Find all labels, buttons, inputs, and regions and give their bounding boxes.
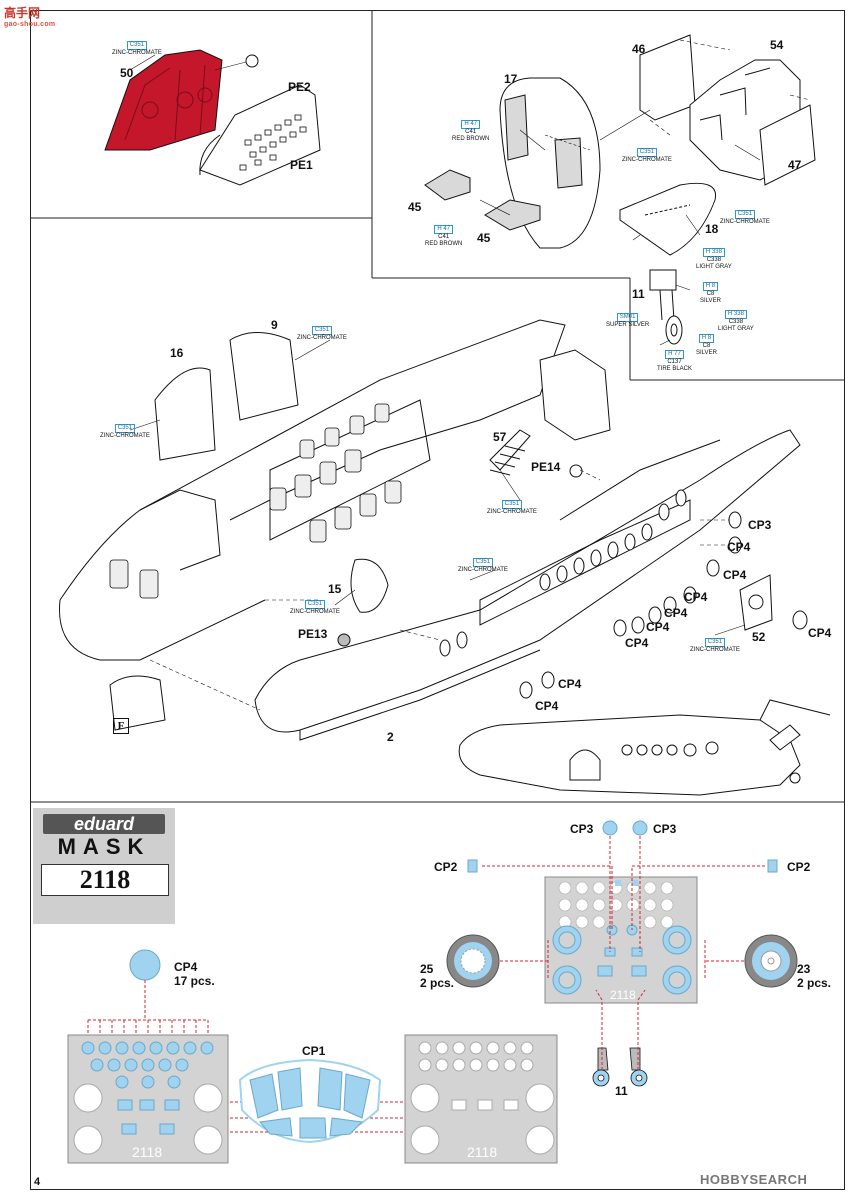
mask-label-cp4-7: CP4 bbox=[808, 626, 832, 640]
mask-label-cp3-left: CP3 bbox=[570, 822, 594, 836]
hobbysearch-watermark: HOBBYSEARCH bbox=[700, 1172, 808, 1187]
part-label-pe14: PE14 bbox=[531, 460, 561, 474]
eduard-mask-logo: eduard MASK 2118 bbox=[33, 808, 175, 924]
mask-label-cp4-2: CP4 bbox=[723, 568, 747, 582]
parts-15-52 bbox=[350, 558, 773, 631]
mask-sheet-bottom-right bbox=[404, 1034, 558, 1164]
instrument-panel-50 bbox=[104, 49, 259, 151]
part-label-57: 57 bbox=[493, 430, 507, 444]
part-label-9: 9 bbox=[271, 318, 278, 332]
part-label-54: 54 bbox=[770, 38, 784, 52]
wheel-11-masks bbox=[592, 1047, 648, 1087]
mask-label-cp4-8: CP4 bbox=[558, 677, 582, 691]
page-number: 4 bbox=[34, 1176, 41, 1188]
part-label-45a: 45 bbox=[408, 200, 422, 214]
part-label-pe1: PE1 bbox=[290, 158, 313, 172]
part-label-2: 2 bbox=[387, 730, 394, 744]
mask-label-cp3: CP3 bbox=[748, 518, 772, 532]
part-label-47: 47 bbox=[788, 158, 802, 172]
mask-sheet-right bbox=[544, 876, 698, 1004]
mask-label-cp1: CP1 bbox=[302, 1044, 326, 1058]
part-label-pe13: PE13 bbox=[298, 627, 328, 641]
mask-label-cp4-9: CP4 bbox=[535, 699, 559, 713]
mask-label-cp4-3: CP4 bbox=[684, 590, 708, 604]
floor-18 bbox=[619, 182, 717, 256]
part-label-46: 46 bbox=[632, 42, 646, 56]
cp-chips bbox=[129, 820, 778, 981]
instruction-frame bbox=[30, 10, 845, 1190]
mask-sheet-left bbox=[67, 1034, 229, 1164]
cp1-windshield-mask bbox=[238, 1058, 382, 1144]
mask-label-cp4-6: CP4 bbox=[625, 636, 649, 650]
flip-symbol: F bbox=[113, 718, 129, 734]
fuselage-side-view bbox=[458, 699, 831, 796]
part-label-pe2: PE2 bbox=[288, 80, 311, 94]
sheet-code-bottom-right: 2118 bbox=[467, 1144, 498, 1160]
tail-wheel-11 bbox=[649, 269, 683, 345]
part-label-45b: 45 bbox=[477, 231, 491, 245]
mask-label-cp2-left: CP2 bbox=[434, 860, 458, 874]
step-assembly-46-54-47 bbox=[639, 34, 816, 186]
part-label-50: 50 bbox=[120, 66, 134, 80]
window-masks bbox=[337, 464, 808, 699]
wheel-masks bbox=[446, 934, 798, 988]
sheet-code-right: 2118 bbox=[610, 988, 636, 1002]
mask-label-cp2-right: CP2 bbox=[787, 860, 811, 874]
mask-label-cp4-5: CP4 bbox=[646, 620, 670, 634]
sheet-code-left: 2118 bbox=[132, 1144, 163, 1160]
passenger-seats bbox=[109, 403, 402, 599]
fuselage-drawing bbox=[59, 319, 801, 741]
part-label-52: 52 bbox=[752, 630, 766, 644]
mask-label-cp4-1: CP4 bbox=[727, 540, 751, 554]
part-label-11: 11 bbox=[632, 287, 645, 301]
part-label-16: 16 bbox=[170, 346, 184, 360]
mask-label-wheel11: 11 bbox=[615, 1084, 628, 1098]
bulkhead-17 bbox=[424, 77, 601, 249]
mask-label-cp4-4: CP4 bbox=[664, 606, 688, 620]
mask-label-cp3-right: CP3 bbox=[653, 822, 677, 836]
photoetch-panel-pe1-pe2 bbox=[199, 84, 321, 186]
part-label-18: 18 bbox=[705, 222, 719, 236]
part-label-17: 17 bbox=[504, 72, 518, 86]
part-label-15: 15 bbox=[328, 582, 342, 596]
